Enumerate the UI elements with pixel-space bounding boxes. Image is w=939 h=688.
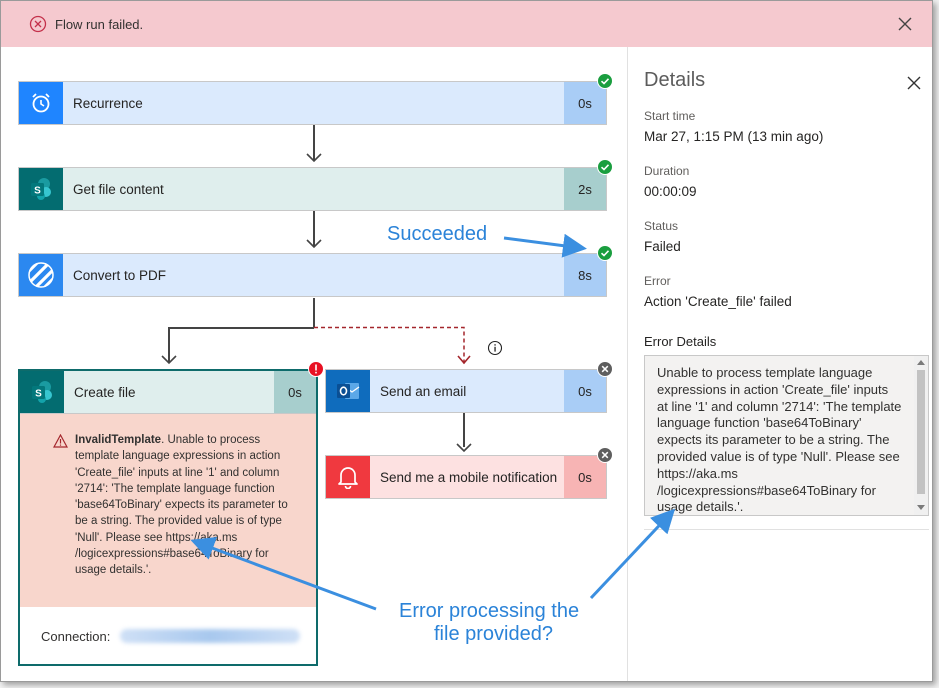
start-time-value: Mar 27, 1:15 PM (13 min ago)	[644, 129, 824, 144]
connector-line	[313, 211, 315, 247]
connector-line	[463, 413, 465, 447]
sharepoint-icon: S	[32, 381, 52, 403]
start-time-label: Start time	[644, 109, 696, 123]
error-code: InvalidTemplate	[75, 434, 162, 446]
annotation-error-line1: Error processing the	[399, 600, 580, 622]
step-duration: 8s	[564, 254, 606, 296]
failure-exclamation-icon	[308, 361, 324, 377]
step-title: Get file content	[63, 168, 564, 210]
step-icon-tile	[19, 254, 63, 296]
step-mobile-notification[interactable]: Send me a mobile notification 0s	[325, 455, 607, 499]
error-circle-icon	[29, 15, 47, 33]
step-convert-to-pdf[interactable]: Convert to PDF 8s	[18, 253, 607, 297]
step-create-file[interactable]: S Create file 0s InvalidTemplate. Unable…	[18, 369, 318, 666]
annotation-succeeded: Succeeded	[387, 223, 488, 245]
success-check-icon	[597, 159, 613, 175]
chevron-down-icon	[456, 443, 472, 453]
duration-value: 00:00:09	[644, 184, 697, 199]
skipped-x-icon	[597, 447, 613, 463]
svg-text:S: S	[35, 389, 42, 400]
run-after-dashed-connector	[314, 326, 471, 365]
step-title: Send me a mobile notification	[370, 456, 564, 498]
outlook-icon	[337, 383, 360, 399]
connector-line	[313, 298, 315, 328]
step-duration: 2s	[564, 168, 606, 210]
step-duration: 0s	[564, 456, 606, 498]
step-title: Recurrence	[63, 82, 564, 124]
success-check-icon	[597, 73, 613, 89]
bell-icon	[338, 467, 358, 489]
step-title: Convert to PDF	[63, 254, 564, 296]
failure-banner: Flow run failed.	[1, 1, 932, 47]
error-value: Action 'Create_file' failed	[644, 294, 792, 309]
connector-line	[168, 327, 170, 363]
error-details-label: Error Details	[644, 334, 717, 349]
error-details-textarea[interactable]: Unable to process template language expr…	[644, 355, 929, 516]
error-message: InvalidTemplate. Unable to process templ…	[75, 432, 300, 579]
step-duration: 0s	[564, 370, 606, 412]
status-label: Status	[644, 219, 679, 233]
scroll-thumb[interactable]	[917, 370, 925, 494]
error-details-scrollbar[interactable]	[914, 356, 928, 515]
step-duration: 0s	[274, 371, 316, 413]
step-send-email[interactable]: Send an email 0s	[325, 369, 607, 413]
error-details-text: Unable to process template language expr…	[657, 365, 902, 515]
close-icon[interactable]	[894, 13, 916, 35]
step-icon-tile	[326, 370, 370, 412]
info-icon[interactable]	[487, 340, 503, 356]
step-get-file-content[interactable]: S Get file content 2s	[18, 167, 607, 211]
flow-canvas: Recurrence 0s S Get file content 2s	[1, 47, 627, 681]
chevron-down-icon	[306, 239, 322, 249]
details-panel: Details Start time Mar 27, 1:15 PM (13 m…	[627, 47, 932, 681]
skipped-x-icon	[597, 361, 613, 377]
step-icon-tile	[326, 456, 370, 498]
connector-line	[168, 327, 314, 329]
chevron-down-icon	[161, 355, 177, 365]
scroll-down-icon[interactable]	[917, 505, 925, 511]
status-value: Failed	[644, 239, 681, 254]
close-icon[interactable]	[906, 75, 922, 91]
sharepoint-icon: S	[31, 178, 51, 200]
chevron-down-icon	[306, 153, 322, 163]
convert-stripes-icon	[28, 262, 54, 288]
success-check-icon	[597, 245, 613, 261]
step-recurrence[interactable]: Recurrence 0s	[18, 81, 607, 125]
details-title: Details	[644, 69, 706, 91]
step-icon-tile	[19, 82, 63, 124]
step-icon-tile: S	[20, 371, 64, 413]
connector-line	[313, 125, 315, 161]
connection-label: Connection:	[41, 629, 111, 644]
step-header[interactable]: S Create file 0s	[20, 371, 316, 414]
step-title: Send an email	[370, 370, 564, 412]
details-divider	[644, 529, 929, 530]
scroll-up-icon[interactable]	[917, 359, 925, 365]
error-text: . Unable to process template language ex…	[75, 434, 288, 577]
connection-account-redacted	[120, 629, 300, 643]
clock-icon	[32, 93, 50, 113]
step-duration: 0s	[564, 82, 606, 124]
svg-text:S: S	[34, 186, 41, 197]
duration-label: Duration	[644, 164, 690, 178]
step-title: Create file	[74, 384, 136, 400]
annotation-error-line2: file provided?	[434, 623, 553, 645]
banner-message: Flow run failed.	[55, 16, 144, 32]
error-label: Error	[644, 274, 671, 288]
error-panel: InvalidTemplate. Unable to process templ…	[20, 414, 316, 607]
warning-icon	[53, 434, 68, 448]
step-icon-tile: S	[19, 168, 63, 210]
